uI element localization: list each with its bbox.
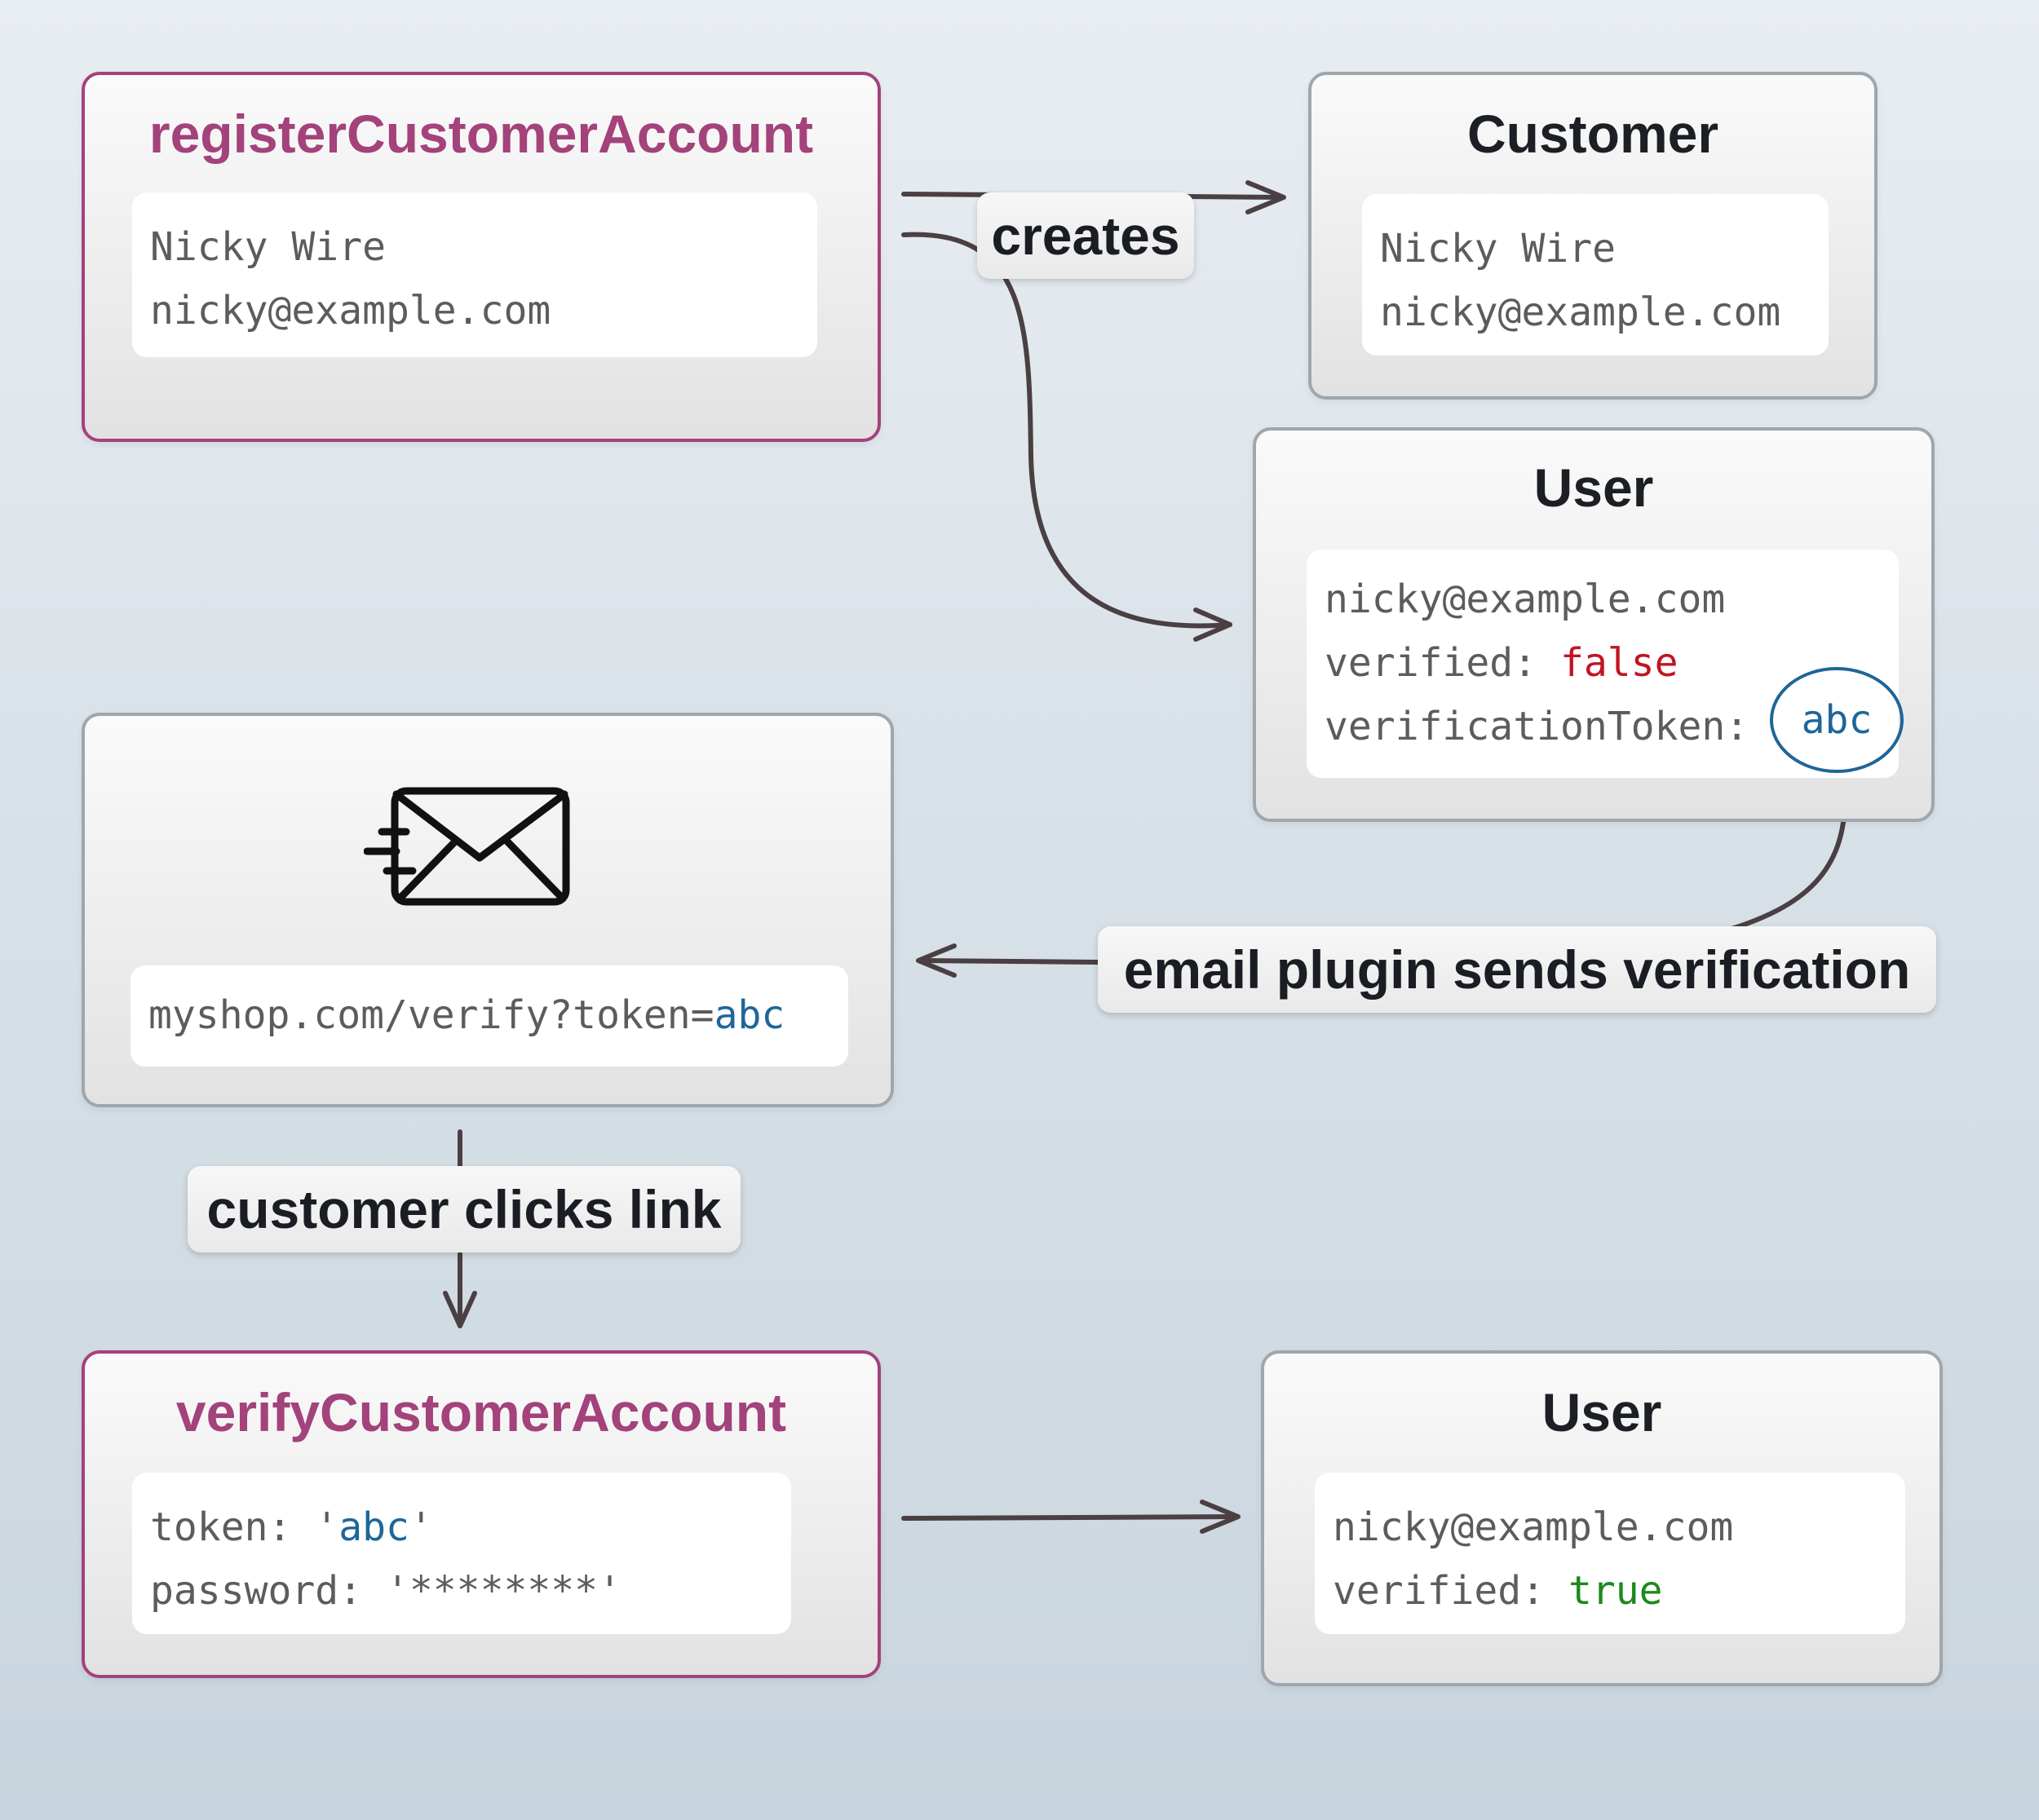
customer-name: Nicky Wire [1380,226,1616,272]
user-fields-panel: nicky@example.com verified: false verifi… [1307,550,1899,778]
verification-link[interactable]: myshop.com/verify?token=abc [148,983,848,1047]
register-name: Nicky Wire [150,224,386,270]
verification-token-highlight: abc [1770,667,1904,773]
verification-link-token: abc [714,992,785,1038]
register-input-panel: Nicky Wire nicky@example.com [132,192,817,357]
arrow-email-label-to-email [918,958,1100,965]
verify-customer-account-title: verifyCustomerAccount [175,1382,787,1442]
arrow-user-token-to-email-label [1727,792,1848,932]
verification-link-panel: myshop.com/verify?token=abc [130,965,848,1067]
verify-token-value: abc [338,1504,409,1550]
verify-token-key: token: [150,1504,316,1550]
envelope-sending-icon [364,787,570,906]
email-node: myshop.com/verify?token=abc [82,713,894,1107]
verification-token-value: abc [1801,697,1873,743]
verification-link-prefix: myshop.com/verify?token= [148,992,714,1038]
arrow-verify-to-user [901,1514,1239,1521]
verify-token-quote-close: ' [409,1504,433,1550]
user-token-row: verificationToken: [1325,695,1899,758]
edge-label-email-plugin: email plugin sends verification [1098,926,1936,1013]
edge-label-customer-clicks: customer clicks link [188,1166,741,1252]
user-verified-title: User [1541,1382,1662,1442]
register-email: nicky@example.com [150,288,551,334]
user-verified-key: verified: [1325,640,1560,686]
user-title: User [1533,457,1654,518]
arrowhead-customer [1245,180,1286,214]
customer-title: Customer [1466,104,1719,164]
arrowhead-user [1193,607,1232,642]
customer-email: nicky@example.com [1380,289,1781,335]
verify-token-row: token: 'abc' [150,1495,791,1559]
user-verified-fields-panel: nicky@example.com verified: true [1315,1473,1905,1634]
user-verified-row: verified: false [1325,631,1899,695]
customer-fields-panel: Nicky Wire nicky@example.com [1362,194,1829,356]
verify-token-quote-open: ' [315,1504,339,1550]
verify-password-row: password: '********' [150,1568,621,1614]
arrow-register-to-user [901,232,1232,629]
user-verified-email: nicky@example.com [1333,1504,1734,1550]
user-verified-true: true [1568,1568,1663,1614]
verify-input-panel: token: 'abc' password: '********' [132,1473,791,1634]
user-verified-false: false [1559,640,1679,686]
verify-customer-account-node: verifyCustomerAccount token: 'abc' passw… [82,1350,881,1678]
register-customer-account-title: registerCustomerAccount [148,104,814,164]
user-verified-row-true: verified: true [1333,1559,1905,1623]
user-token-key: verificationToken: [1325,704,1749,749]
user-node-verified: User nicky@example.com verified: true [1261,1350,1943,1686]
user-email: nicky@example.com [1325,576,1726,622]
user-verified-key-true: verified: [1333,1568,1568,1614]
arrowhead-verify [443,1291,477,1328]
edge-label-creates: creates [977,192,1194,279]
arrowhead-email [916,943,957,978]
arrowhead-user-verified [1200,1500,1241,1534]
register-customer-account-node: registerCustomerAccount Nicky Wire nicky… [82,72,881,442]
customer-node: Customer Nicky Wire nicky@example.com [1308,72,1878,400]
